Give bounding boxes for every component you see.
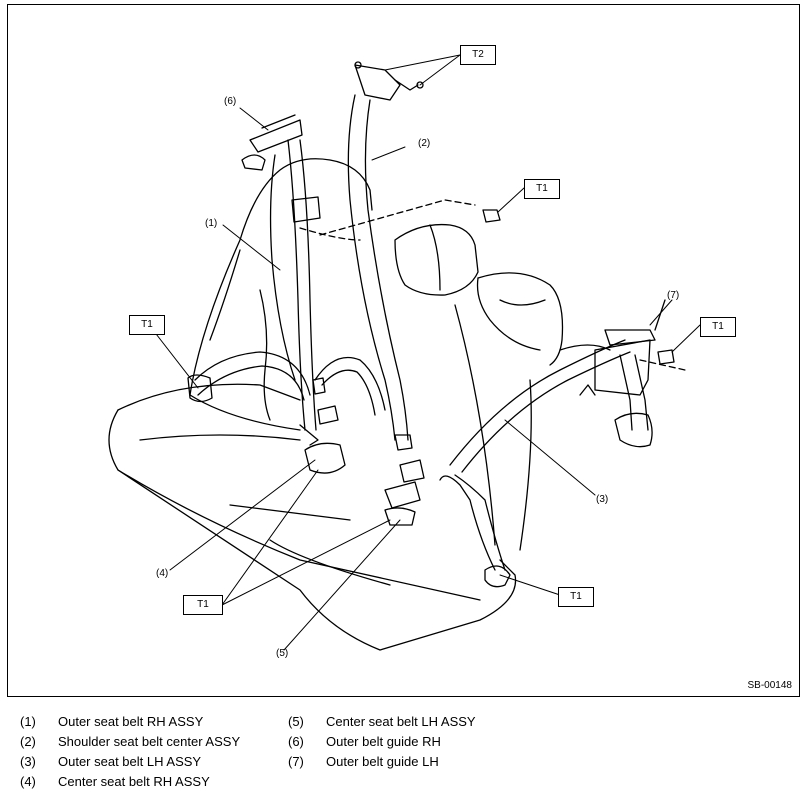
torque-tag-t1-bottom-left: T1	[183, 595, 223, 615]
diagram-frame	[7, 4, 800, 697]
legend-item: (2) Shoulder seat belt center ASSY	[20, 734, 240, 750]
legend-text: Outer belt guide LH	[326, 754, 439, 769]
legend-number: (6)	[288, 734, 304, 749]
callout-7: (7)	[667, 290, 680, 301]
seat-belt-diagram	[108, 54, 701, 651]
callout-6: (6)	[224, 96, 237, 107]
legend-text: Center seat belt RH ASSY	[58, 774, 210, 789]
legend-number: (4)	[20, 774, 36, 789]
legend-item: (7) Outer belt guide LH	[288, 754, 439, 770]
belt-outer-lh	[449, 299, 666, 473]
hidden-lines	[299, 199, 686, 371]
center-headrest	[394, 223, 479, 296]
seatback-lh	[454, 272, 611, 551]
figure-code: SB-00148	[747, 680, 792, 691]
callout-5: (5)	[276, 648, 289, 659]
legend-text: Outer seat belt LH ASSY	[58, 754, 202, 769]
legend-item: (6) Outer belt guide RH	[288, 734, 441, 750]
legend-number: (2)	[20, 734, 36, 749]
leader-lines	[152, 54, 701, 651]
legend-item: (5) Center seat belt LH ASSY	[288, 714, 476, 730]
legend-text: Shoulder seat belt center ASSY	[58, 734, 241, 749]
callout-2: (2)	[418, 138, 431, 149]
seatback-rh	[189, 158, 373, 431]
legend-text: Outer belt guide RH	[326, 734, 441, 749]
legend-number: (7)	[288, 754, 304, 769]
bolt-icons	[482, 209, 675, 365]
legend-number: (5)	[288, 714, 304, 729]
callout-1: (1)	[205, 218, 218, 229]
torque-tag-t1-upper-right: T1	[524, 179, 560, 199]
torque-tag-t1-right: T1	[700, 317, 736, 337]
legend-number: (3)	[20, 754, 36, 769]
lap-belts	[187, 351, 511, 588]
torque-tag-t2: T2	[460, 45, 496, 65]
legend-item: (1) Outer seat belt RH ASSY	[20, 714, 203, 730]
legend-text: Outer seat belt RH ASSY	[58, 714, 204, 729]
callout-4: (4)	[156, 568, 169, 579]
bolt-icon	[657, 349, 675, 365]
legend-number: (1)	[20, 714, 36, 729]
belt-center-shoulder	[347, 61, 424, 451]
torque-tag-t1-left: T1	[129, 315, 165, 335]
legend-item: (3) Outer seat belt LH ASSY	[20, 754, 201, 770]
belt-outer-rh	[241, 114, 321, 446]
legend-text: Center seat belt LH ASSY	[326, 714, 476, 729]
bolt-icon	[482, 209, 501, 223]
legend-item: (4) Center seat belt RH ASSY	[20, 774, 210, 790]
seat-cushion	[108, 383, 517, 651]
legend: (1) Outer seat belt RH ASSY (2) Shoulder s…	[0, 704, 810, 800]
torque-tag-t1-bottom-right: T1	[558, 587, 594, 607]
callout-3: (3)	[596, 494, 609, 505]
